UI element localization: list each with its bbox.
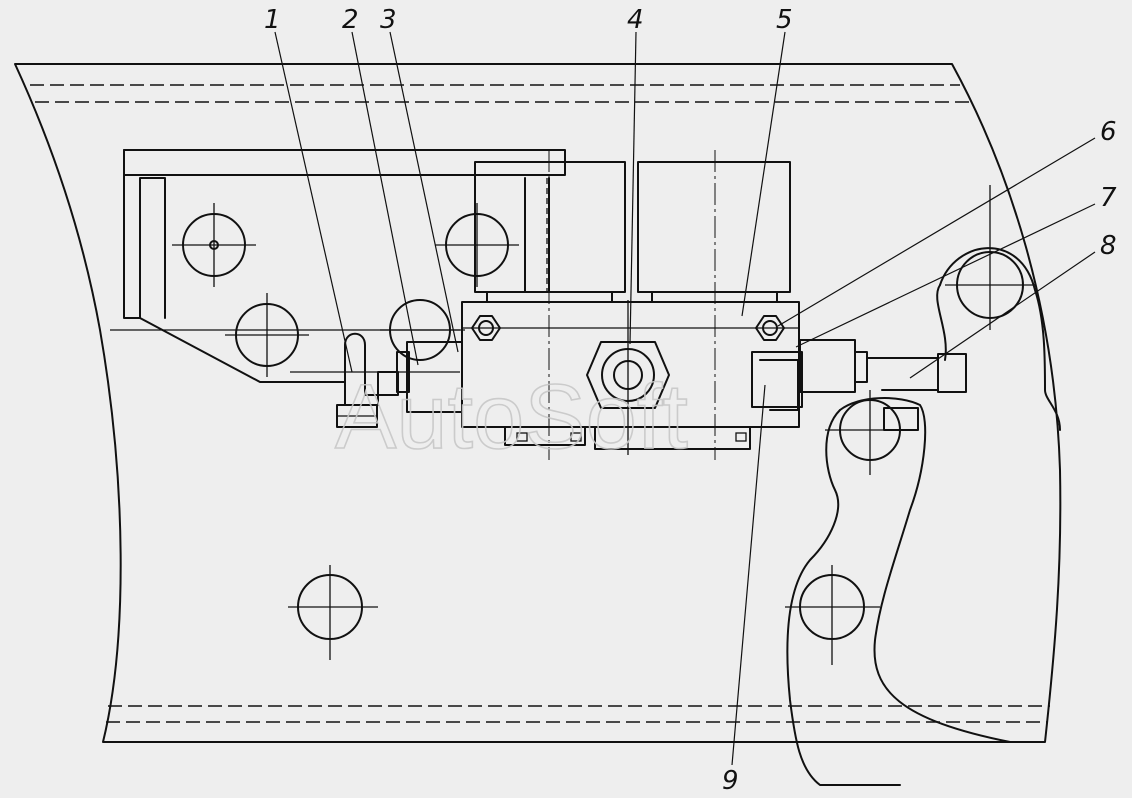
hole-bracket-3	[225, 293, 309, 377]
hole-bracket-4	[380, 299, 460, 361]
callout-7: 7	[1100, 183, 1117, 213]
center-port-nut	[586, 300, 670, 455]
callout-8: 8	[1100, 231, 1117, 261]
mounting-bracket	[110, 149, 566, 383]
right-fittings	[751, 339, 967, 431]
mounting-holes	[172, 185, 1035, 665]
callout-3: 3	[380, 5, 397, 35]
hole-lever-mid	[825, 390, 915, 475]
callout-6: 6	[1100, 117, 1117, 147]
hole-lever-top	[945, 185, 1035, 330]
callout-2: 2	[342, 5, 359, 35]
leader-lines	[274, 31, 1096, 766]
hole-lever-bottom	[785, 565, 880, 665]
hole-frame-1	[288, 565, 378, 660]
left-bolt	[471, 315, 501, 341]
frame-rail	[14, 63, 1062, 743]
watermark: AutoSoft	[335, 366, 688, 468]
right-bolt	[755, 315, 785, 341]
hole-bracket-1	[172, 203, 256, 287]
callout-1: 1	[264, 5, 281, 35]
left-fittings	[336, 332, 463, 428]
callout-numbers: 1 2 3 4 5 6 7 8 9	[264, 5, 1117, 796]
hole-bracket-2	[435, 203, 519, 287]
callout-4: 4	[627, 5, 644, 35]
callout-5: 5	[776, 5, 793, 35]
lever-arm	[786, 247, 1061, 786]
callout-9: 9	[722, 766, 739, 796]
